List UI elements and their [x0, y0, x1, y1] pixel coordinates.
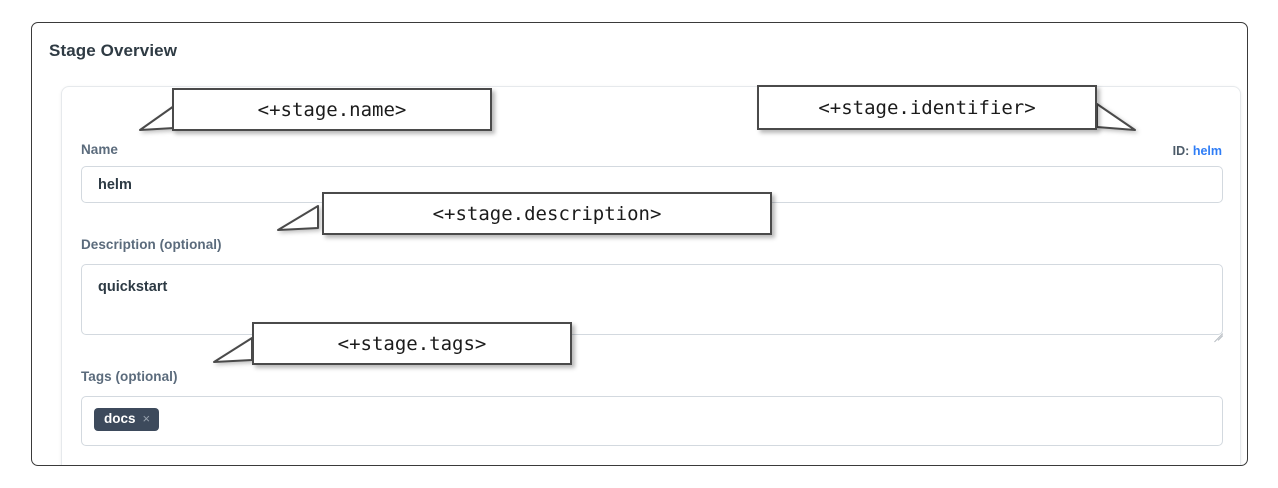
- id-value[interactable]: helm: [1192, 144, 1222, 158]
- callout-tail-description: [277, 205, 319, 231]
- annotation-callout-stage-name: <+stage.name>: [172, 88, 492, 131]
- stage-overview-card: Name ID: helm Description (optional) Tag…: [61, 86, 1241, 465]
- tag-chip-label: docs: [104, 411, 136, 426]
- id-label: ID:: [1172, 144, 1190, 158]
- name-field-label: Name: [81, 142, 118, 157]
- close-icon[interactable]: ×: [142, 411, 151, 427]
- callout-tail-identifier: [1096, 103, 1136, 131]
- annotation-callout-stage-description: <+stage.description>: [322, 192, 772, 235]
- annotation-callout-stage-identifier: <+stage.identifier>: [757, 85, 1097, 130]
- description-field-label: Description (optional): [81, 237, 222, 252]
- stage-identifier: ID: helm: [1173, 144, 1222, 158]
- page-title: Stage Overview: [49, 41, 178, 60]
- annotation-callout-stage-tags: <+stage.tags>: [252, 322, 572, 365]
- tag-chip-docs[interactable]: docs ×: [94, 408, 160, 431]
- tags-input[interactable]: docs ×: [81, 396, 1223, 446]
- tags-field-label: Tags (optional): [81, 369, 178, 384]
